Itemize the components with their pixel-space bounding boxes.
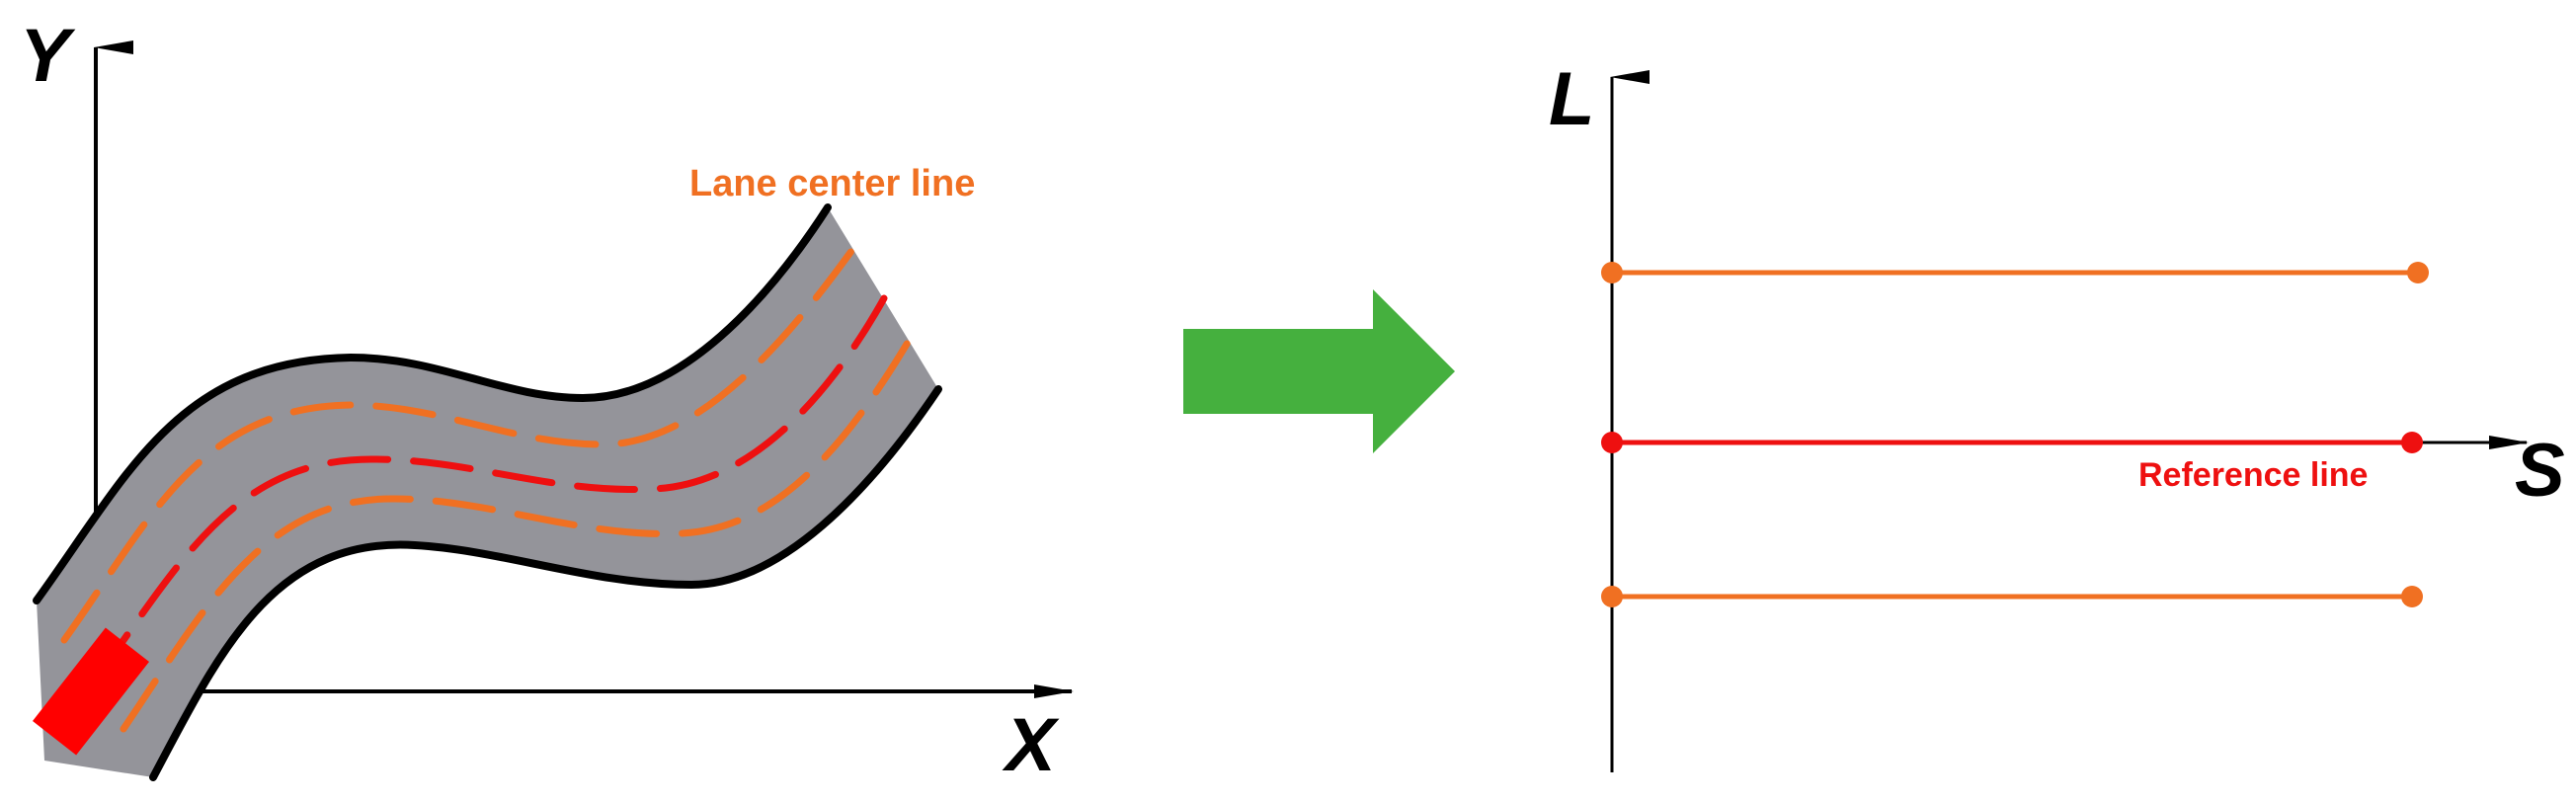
lane-line-upper-end-point [2407,262,2429,283]
lane-line-lower-start-point [1601,586,1623,607]
lane-center-line-label: Lane center line [689,163,975,204]
transform-arrow [1183,289,1455,453]
y-axis-label: Y [20,14,76,98]
l-axis-label: L [1549,57,1594,141]
s-axis-label: S [2515,429,2565,513]
lane-center-line-upper [60,243,858,644]
cartesian-diagram: Y X Lane center line [20,14,1074,787]
lane-line-lower-end-point [2401,586,2423,607]
reference-line-curve [90,294,888,685]
x-axis-label: X [1002,703,1060,787]
lane-center-line-lower [120,337,913,733]
reference-line-end-point [2401,432,2423,453]
road-edge-upper [33,203,832,604]
lane-line-upper-start-point [1601,262,1623,283]
frenet-diagram: L S Reference line [1549,57,2565,772]
reference-line-start-point [1601,432,1623,453]
road-edge-lower [149,385,942,781]
road-surface [37,207,938,777]
vehicle [32,627,150,756]
reference-line-label: Reference line [2138,456,2368,494]
